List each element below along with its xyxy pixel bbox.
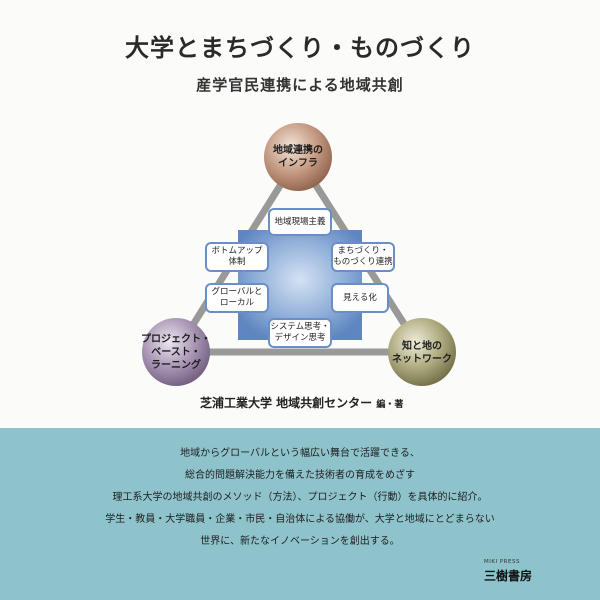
editor-name: 芝浦工業大学 地域共創センター [200,396,373,410]
node-right-label: 知と地の ネットワーク [392,341,452,365]
node-top-label: 地域連携の インフラ [273,145,323,169]
description-line-4: 学生・教員・大学職員・企業・市民・自治体による協働が、大学と地域にとどまらない [105,514,495,525]
description-line-5: 世界に、新たなイノベーションを創出する。 [200,536,400,547]
box-bottom-center: システム思考・ デザイン思考 [268,318,332,348]
node-left-circle [142,318,210,386]
box-top-center: 地域現場主義 [268,208,332,236]
description-band [0,428,600,600]
publisher-logo: 三樹書房 [484,569,533,583]
description-line-2: 総合的問題解決能力を備えた技術者の育成をめざす [185,470,415,481]
description-line-3: 理工系大学の地域共創のメソッド（方法）、プロジェクト（行動）を具体的に紹介。 [112,492,488,503]
description-line-1: 地域からグローバルという幅広い舞台で活躍できる、 [180,448,420,459]
editor-role: 編・著 [376,400,404,410]
box-upper-left: ボトムアップ 体制 [205,242,269,272]
box-lower-right: 見える化 [331,283,389,313]
book-subtitle: 産学官民連携による地域共創 [196,76,404,94]
node-top-circle [264,123,332,191]
box-lower-left: グローバルと ローカル [205,283,269,313]
node-right-circle [388,318,456,386]
editor-credit: 芝浦工業大学 地域共創センター 編・著 [200,394,430,411]
node-left-label: プロジェクト・ ベースト・ ラーニング [141,334,211,371]
box-upper-right: まちづくり・ ものづくり連携 [331,242,395,272]
publisher-english: MIKI PRESS [484,559,520,565]
book-title: 大学とまちづくり・ものづくり [125,34,475,62]
